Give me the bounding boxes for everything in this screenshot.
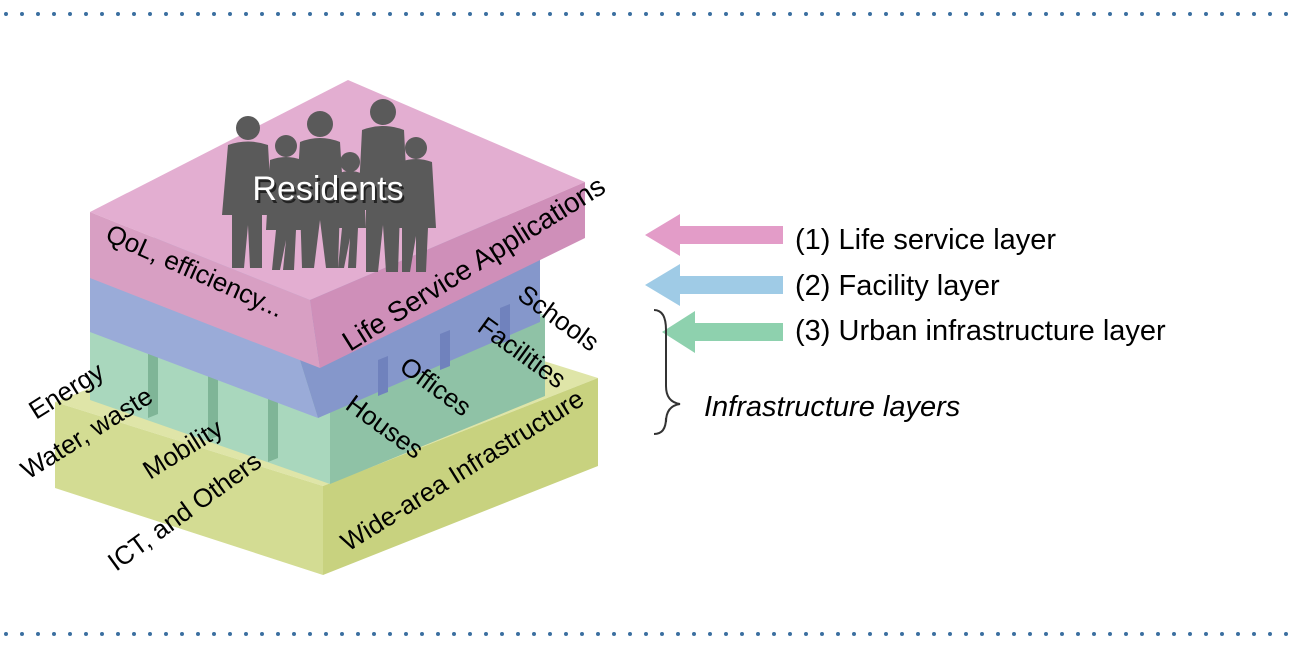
- legend-life-service-label: (1) Life service layer: [795, 224, 1056, 256]
- legend-facility-label: (2) Facility layer: [795, 270, 1000, 302]
- urban-arrow-icon: [662, 311, 783, 353]
- infrastructure-layers-label: Infrastructure layers: [704, 391, 960, 423]
- residents-label-shadow: Residents: [254, 173, 405, 211]
- residents-silhouette: [222, 99, 436, 272]
- legend-urban-label: (3) Urban infrastructure layer: [795, 315, 1166, 347]
- legend-facility: (2) Facility layer: [645, 264, 1000, 306]
- infrastructure-brace: [653, 309, 681, 435]
- life-service-arrow-icon: [645, 214, 783, 256]
- legend-urban: (3) Urban infrastructure layer: [662, 311, 1166, 353]
- residents-label: Residents: [252, 170, 403, 208]
- legend-life-service: (1) Life service layer: [645, 214, 1056, 256]
- facility-arrow-icon: [645, 264, 783, 306]
